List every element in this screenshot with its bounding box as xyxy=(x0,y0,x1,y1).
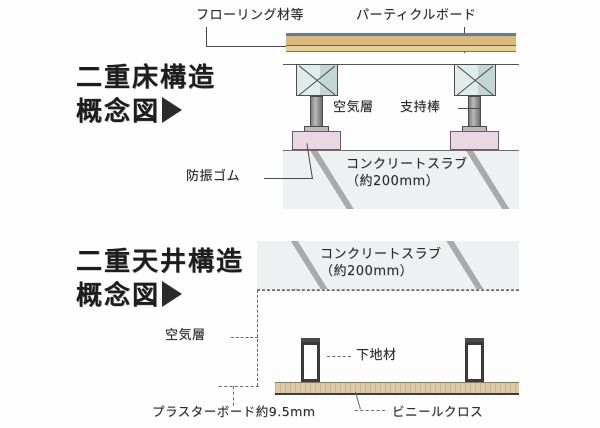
flooring-material-layer xyxy=(286,45,516,52)
vibration-rubber-right xyxy=(450,131,499,150)
pedestal-head-left xyxy=(296,64,338,96)
furring-channel-right xyxy=(464,338,485,382)
leader-plaster-board-vertical xyxy=(233,386,234,406)
floor-title-line1: 二重床構造 xyxy=(76,63,217,93)
furring-channel-left xyxy=(300,338,321,382)
label-vibration-rubber: 防振ゴム xyxy=(186,169,241,184)
air-layer-boundary-top xyxy=(257,290,519,291)
floor-title-line2: 概念図 xyxy=(76,96,161,127)
floor-finish-top-strip xyxy=(286,33,516,35)
label-support-rod: 支持棒 xyxy=(400,100,441,115)
label-furring: 下地材 xyxy=(356,348,397,363)
leader-flooring-vertical xyxy=(206,27,207,47)
triangle-right-icon xyxy=(162,280,183,307)
leader-air-layer-ceiling xyxy=(231,337,258,338)
pedestal-head-right xyxy=(454,64,496,96)
label-air-layer-floor: 空気層 xyxy=(333,100,374,115)
label-concrete-slab-ceiling-name: コンクリートスラブ xyxy=(320,247,442,262)
plaster-board-layer xyxy=(275,382,519,395)
label-plaster-board: プラスターボード約9.5mm xyxy=(152,404,316,419)
air-layer-boundary-bottom xyxy=(219,386,259,387)
concrete-slab-ceiling xyxy=(257,241,519,290)
label-concrete-slab-ceiling-thickness: （約200mm） xyxy=(320,264,414,279)
support-rod-right xyxy=(468,96,481,128)
air-layer-top-line xyxy=(283,64,519,65)
concrete-slab-floor xyxy=(283,150,519,209)
label-concrete-slab-floor-thickness: （約200mm） xyxy=(346,174,440,189)
leader-furring xyxy=(327,356,351,357)
floor-section-title: 二重床構造 概念図 xyxy=(76,62,216,130)
label-concrete-slab-floor-name: コンクリートスラブ xyxy=(346,157,468,172)
ceiling-title-line2: 概念図 xyxy=(76,280,161,311)
vibration-rubber-left xyxy=(292,131,341,150)
label-vinyl-cloth: ビニールクロス xyxy=(392,404,484,419)
ceiling-title-line1: 二重天井構造 xyxy=(76,247,245,277)
support-rod-left xyxy=(310,96,323,128)
leader-flooring-horizontal xyxy=(206,46,286,47)
leader-support-rod xyxy=(458,108,480,109)
label-particle-board: パーティクルボード xyxy=(356,8,477,23)
triangle-right-icon xyxy=(162,96,183,123)
air-layer-boundary-left xyxy=(257,290,258,386)
leader-vibration-rubber-horizontal xyxy=(264,178,313,179)
label-air-layer-ceiling: 空気層 xyxy=(165,328,206,343)
leader-vinyl-cloth-horizontal xyxy=(355,410,385,411)
ceiling-section-title: 二重天井構造 概念図 xyxy=(76,246,244,314)
label-flooring-material: フローリング材等 xyxy=(196,8,305,23)
